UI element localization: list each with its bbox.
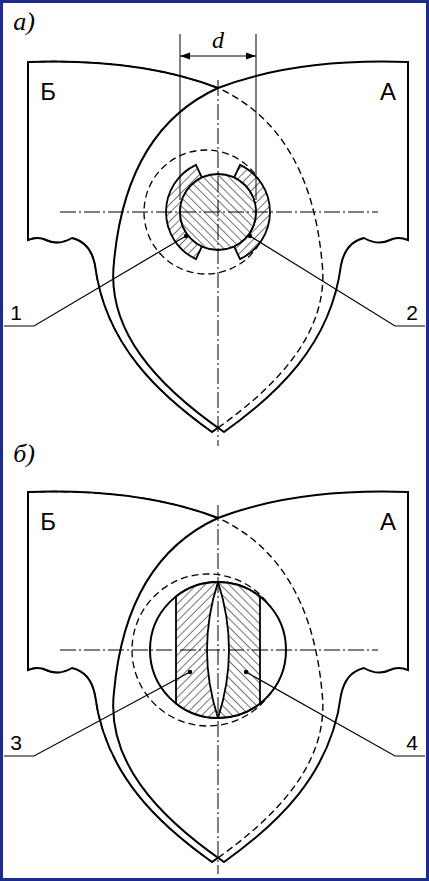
leader-dot xyxy=(184,234,188,238)
figure-label: б) xyxy=(13,441,35,467)
center-line xyxy=(60,212,378,213)
part-label: А xyxy=(380,510,396,534)
callout-number: 4 xyxy=(406,732,418,753)
hidden-line xyxy=(28,62,323,432)
leader-dot xyxy=(244,670,248,674)
leader-line xyxy=(250,236,425,326)
dimension-line xyxy=(180,56,256,57)
callout-number: 3 xyxy=(10,732,22,753)
figure-label: а) xyxy=(13,9,35,35)
extension-line xyxy=(180,34,181,200)
paper xyxy=(3,3,426,878)
part-label: Б xyxy=(40,80,56,104)
hidden-line xyxy=(28,492,323,862)
figure-b xyxy=(4,492,425,874)
leader-line xyxy=(246,672,425,756)
dimension-arrow xyxy=(180,53,256,60)
center-line xyxy=(218,80,219,446)
part-label: А xyxy=(380,80,396,104)
center-line xyxy=(60,650,378,651)
callout-number: 2 xyxy=(406,302,418,323)
center-line xyxy=(218,505,219,874)
part-label: Б xyxy=(40,510,56,534)
figure-a xyxy=(4,34,425,446)
part-a-outline xyxy=(113,62,408,432)
leader-dot xyxy=(248,234,252,238)
dimension-label: d xyxy=(212,28,224,52)
extension-line xyxy=(256,34,257,200)
leader-dot xyxy=(188,670,192,674)
callout-number: 1 xyxy=(10,302,22,323)
leader-line xyxy=(4,672,190,756)
leader-line xyxy=(4,236,186,326)
part-a-outline xyxy=(113,492,408,862)
